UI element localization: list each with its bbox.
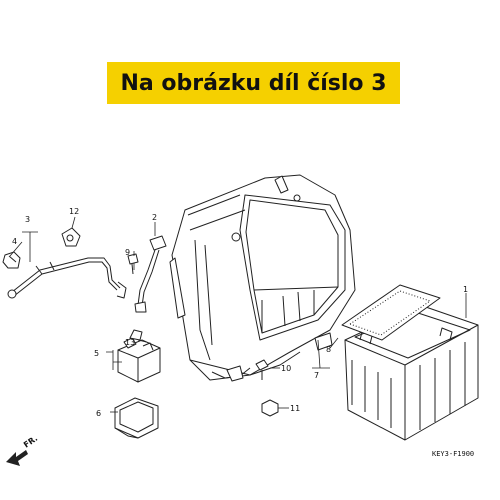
front-arrow-icon: FR.	[6, 434, 39, 466]
clip-nut	[261, 399, 279, 417]
front-label: FR.	[22, 434, 39, 450]
leader-lines	[9, 216, 467, 413]
battery-box	[169, 174, 356, 382]
box-bolt	[255, 359, 269, 380]
callout-12: 12	[69, 207, 79, 216]
diagram-code: KEY3-F1900	[432, 450, 474, 458]
starter-relay	[117, 337, 161, 383]
battery-mat	[341, 284, 441, 341]
callout-9: 9	[125, 248, 130, 257]
ground-wire	[134, 235, 167, 313]
callout-4: 4	[12, 237, 17, 246]
banner-text: Na obrázku díl číslo 3	[120, 70, 387, 96]
callout-13: 13	[125, 338, 135, 347]
cable-clamp	[61, 227, 81, 247]
relay-cover	[114, 397, 159, 439]
callout-6: 6	[96, 409, 101, 418]
callout-3: 3	[25, 215, 30, 224]
callout-7: 7	[314, 371, 319, 380]
callout-5: 5	[94, 349, 99, 358]
callout-10: 10	[281, 364, 291, 373]
callout-11: 11	[290, 404, 300, 413]
battery-cable	[7, 257, 127, 299]
fuse	[129, 329, 143, 341]
callout-1: 1	[463, 285, 468, 294]
bolt	[127, 253, 139, 275]
terminal-cap	[2, 251, 21, 269]
part-number-banner: Na obrázku díl číslo 3	[107, 62, 400, 104]
callout-8: 8	[326, 345, 331, 354]
callout-2: 2	[152, 213, 157, 222]
